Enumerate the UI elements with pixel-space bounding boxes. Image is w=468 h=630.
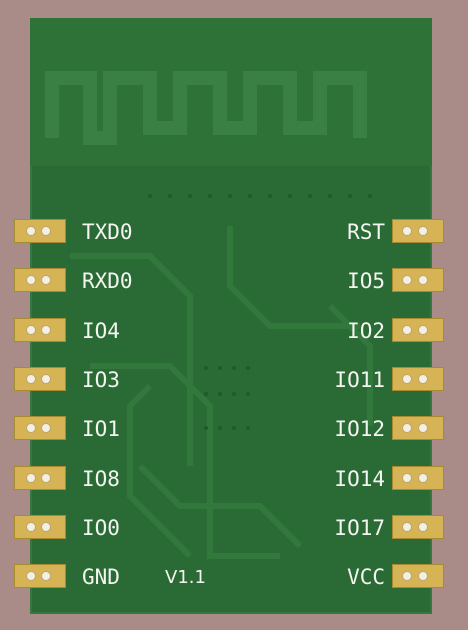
pad-left-io1 <box>14 416 66 440</box>
via-hole-icon <box>26 423 36 433</box>
pad-left-io8 <box>14 466 66 490</box>
via-hole-icon <box>418 226 428 236</box>
pin-label-io2: IO2 <box>347 319 385 343</box>
pin-label-io0: IO0 <box>82 516 120 540</box>
pin-label-io11: IO11 <box>334 368 385 392</box>
via-hole-icon <box>402 374 412 384</box>
pad-right-io2 <box>392 318 444 342</box>
via-hole-icon <box>41 571 51 581</box>
via-hole-icon <box>402 325 412 335</box>
pin-label-io14: IO14 <box>334 467 385 491</box>
pin-label-io12: IO12 <box>334 417 385 441</box>
via-hole-icon <box>26 275 36 285</box>
via-hole-icon <box>418 522 428 532</box>
pad-left-io0 <box>14 515 66 539</box>
via-hole-icon <box>26 325 36 335</box>
pad-left-gnd <box>14 564 66 588</box>
pad-right-io14 <box>392 466 444 490</box>
via-hole-icon <box>402 522 412 532</box>
via-hole-icon <box>402 571 412 581</box>
pad-right-io17 <box>392 515 444 539</box>
pin-label-rxd0: RXD0 <box>82 269 133 293</box>
via-hole-icon <box>41 374 51 384</box>
pad-right-rst <box>392 219 444 243</box>
pad-left-rxd0 <box>14 268 66 292</box>
pin-label-io5: IO5 <box>347 269 385 293</box>
via-hole-icon <box>418 473 428 483</box>
pad-right-vcc <box>392 564 444 588</box>
via-hole-icon <box>418 325 428 335</box>
pcb-module <box>30 18 432 614</box>
via-hole-icon <box>41 275 51 285</box>
via-hole-icon <box>418 374 428 384</box>
pin-label-io4: IO4 <box>82 319 120 343</box>
pin-label-io1: IO1 <box>82 417 120 441</box>
via-hole-icon <box>41 226 51 236</box>
pad-right-io5 <box>392 268 444 292</box>
pin-label-gnd: GND <box>82 565 120 589</box>
pin-label-rst: RST <box>347 220 385 244</box>
via-hole-icon <box>26 473 36 483</box>
pin-label-vcc: VCC <box>347 565 385 589</box>
via-hole-icon <box>26 374 36 384</box>
via-hole-icon <box>26 226 36 236</box>
via-hole-icon <box>26 522 36 532</box>
antenna-trace-icon <box>45 71 367 145</box>
via-hole-icon <box>402 275 412 285</box>
antenna-keepout-area <box>30 18 432 166</box>
via-hole-icon <box>26 571 36 581</box>
via-hole-icon <box>41 325 51 335</box>
via-hole-icon <box>41 423 51 433</box>
pad-left-io4 <box>14 318 66 342</box>
pad-left-txd0 <box>14 219 66 243</box>
via-hole-icon <box>402 473 412 483</box>
pad-left-io3 <box>14 367 66 391</box>
via-hole-icon <box>41 522 51 532</box>
via-hole-icon <box>402 226 412 236</box>
pad-right-io12 <box>392 416 444 440</box>
via-hole-icon <box>41 473 51 483</box>
pin-label-io8: IO8 <box>82 467 120 491</box>
via-hole-icon <box>418 571 428 581</box>
pin-label-txd0: TXD0 <box>82 220 133 244</box>
version-label: V1.1 <box>165 567 206 588</box>
pin-label-io17: IO17 <box>334 516 385 540</box>
pin-label-io3: IO3 <box>82 368 120 392</box>
pcb-traces-icon <box>70 194 373 559</box>
via-hole-icon <box>418 275 428 285</box>
via-hole-icon <box>418 423 428 433</box>
via-hole-icon <box>402 423 412 433</box>
pad-right-io11 <box>392 367 444 391</box>
